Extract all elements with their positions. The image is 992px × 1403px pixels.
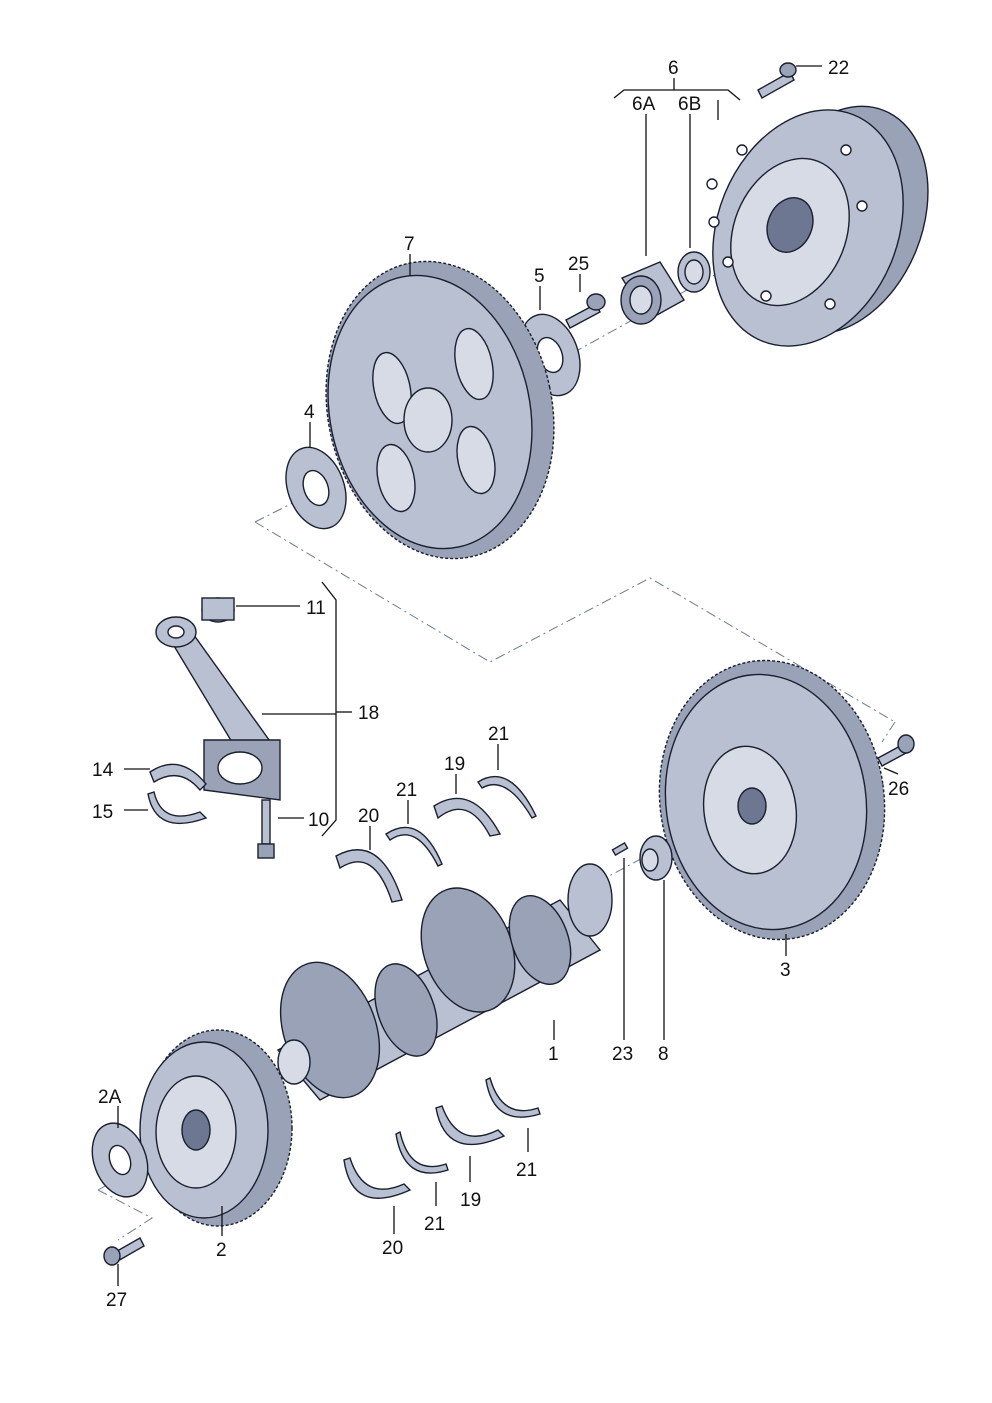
- ring-6B: [677, 251, 711, 293]
- label-5: 5: [534, 266, 545, 287]
- callout-labels: 1 2 2A 3 4 5 6 6A 6B 7 8 10 11 14 15 18 …: [92, 58, 909, 1311]
- bolt-10: [257, 799, 275, 859]
- label-4: 4: [304, 402, 315, 423]
- thrust-washer-21-upper-b: [477, 775, 537, 819]
- washer-plate-4: [285, 446, 347, 530]
- dual-mass-flywheel-6: [706, 105, 929, 347]
- bolt-26: [877, 734, 915, 767]
- connecting-rod-18: [155, 616, 281, 801]
- label-23: 23: [612, 1044, 633, 1065]
- bearing-shell-15: [147, 791, 208, 825]
- label-21-lower-a: 21: [424, 1214, 445, 1235]
- bolt-27: [103, 1237, 145, 1266]
- label-14: 14: [92, 760, 114, 781]
- label-1: 1: [548, 1044, 559, 1065]
- bearing-shell-20-lower: [343, 1157, 412, 1199]
- leader-lines: [117, 65, 899, 1286]
- bushing-11: [201, 597, 235, 623]
- washer-plate-2A: [91, 1122, 149, 1198]
- label-11: 11: [306, 598, 326, 619]
- label-21-upper-b: 21: [488, 724, 509, 745]
- crankshaft-1: [276, 863, 613, 1101]
- label-22: 22: [828, 58, 849, 79]
- label-19-lower: 19: [460, 1190, 481, 1211]
- bearing-shell-19-lower: [435, 1105, 506, 1146]
- label-6B: 6B: [678, 94, 701, 115]
- bearing-shell-19-upper: [433, 797, 502, 837]
- label-10: 10: [308, 810, 329, 831]
- pin-23: [611, 841, 629, 857]
- thrust-washer-21-upper-a: [385, 826, 443, 867]
- flywheel-3: [658, 659, 886, 941]
- vibration-damper-2: [139, 1029, 293, 1227]
- bushing-8: [639, 835, 673, 881]
- label-6A: 6A: [632, 94, 656, 115]
- label-3: 3: [780, 960, 791, 981]
- flex-plate-7: [325, 260, 555, 560]
- label-20-lower: 20: [382, 1238, 403, 1259]
- label-20-upper: 20: [358, 806, 379, 827]
- label-2A: 2A: [98, 1087, 122, 1108]
- label-27: 27: [106, 1290, 127, 1311]
- label-18: 18: [358, 703, 379, 724]
- label-21-upper-a: 21: [396, 780, 417, 801]
- thrust-washer-21-lower-b: [485, 1076, 541, 1118]
- bolt-25: [565, 293, 606, 329]
- label-7: 7: [404, 234, 415, 255]
- label-25: 25: [568, 254, 589, 275]
- label-15: 15: [92, 802, 113, 823]
- label-2: 2: [216, 1240, 227, 1261]
- label-19-upper: 19: [444, 754, 465, 775]
- label-21-lower-b: 21: [516, 1160, 537, 1181]
- label-8: 8: [658, 1044, 669, 1065]
- bearing-shell-14: [149, 763, 207, 792]
- thrust-washer-21-lower-a: [395, 1130, 449, 1174]
- bolt-22: [757, 62, 797, 99]
- label-26: 26: [888, 779, 909, 800]
- bearing-shell-20-upper: [335, 849, 403, 903]
- label-6: 6: [668, 58, 679, 79]
- needle-bearing-6A: [620, 261, 685, 325]
